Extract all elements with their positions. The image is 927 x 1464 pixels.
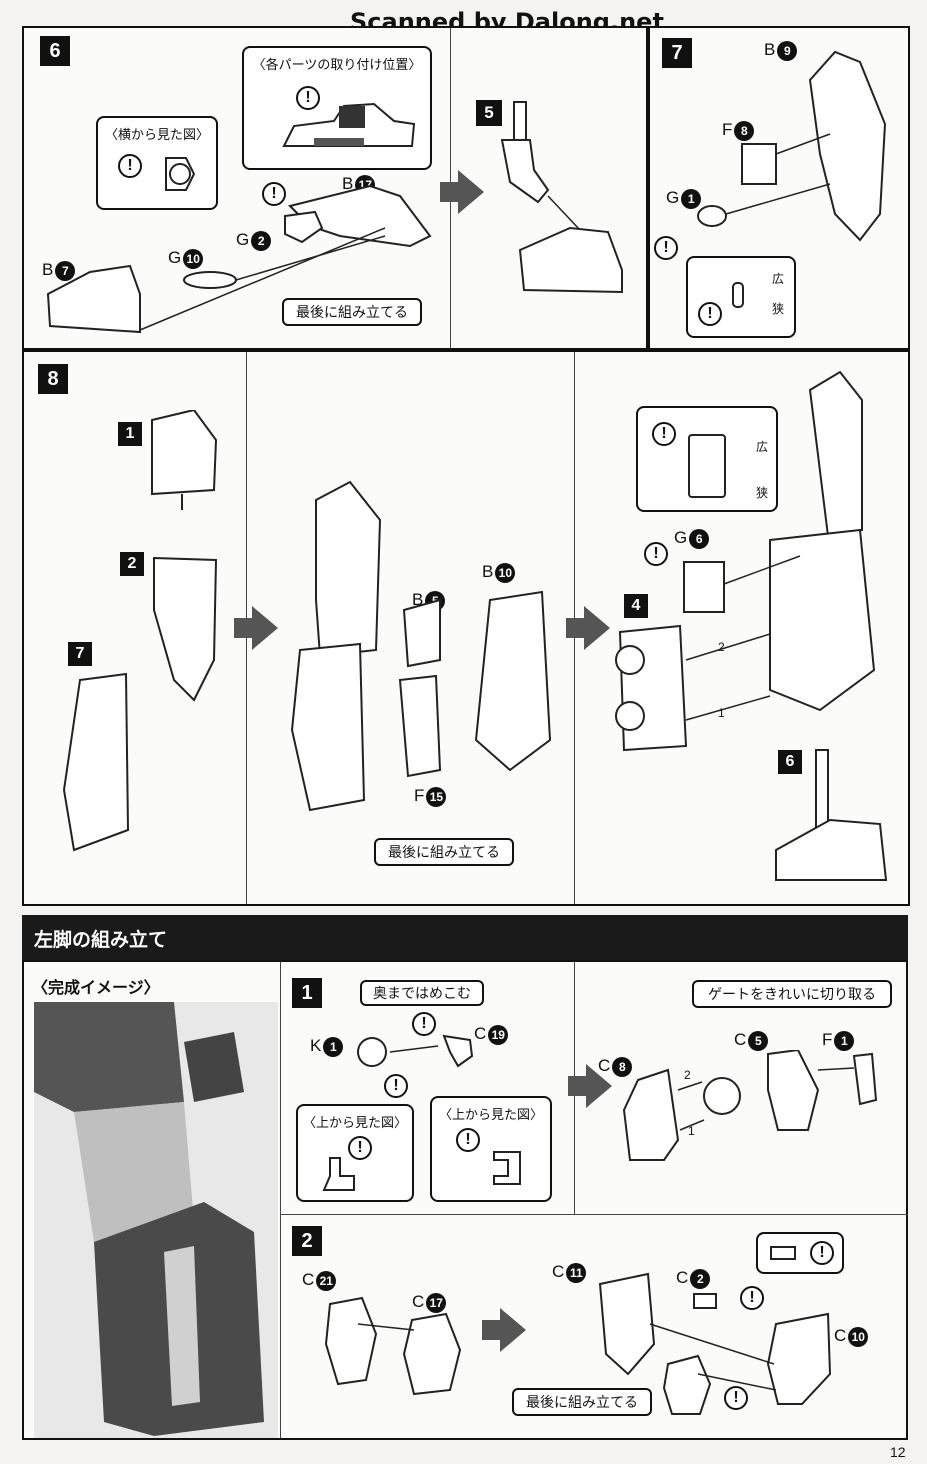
step8-wide-label: 広 xyxy=(756,440,769,454)
next-arrow-icon xyxy=(440,170,484,214)
step6-mount-diagram xyxy=(282,102,416,147)
step6-sub-number: 5 xyxy=(476,100,502,126)
warning-icon: ! xyxy=(810,1241,834,1265)
left-leg-title: 左脚の組み立て xyxy=(34,929,168,951)
warning-icon: ! xyxy=(348,1136,372,1160)
left-leg-order-2: 2 xyxy=(684,1068,691,1082)
step7-wide-label: 広 xyxy=(772,272,785,286)
press-in-callout: 奥まではめこむ xyxy=(360,980,484,1006)
left-leg-divider xyxy=(280,962,281,1438)
left-leg-final-assembly-callout: 最後に組み立てる xyxy=(512,1388,652,1416)
slot-icon xyxy=(770,1246,796,1260)
cut-gate-callout: ゲートをきれいに切り取る xyxy=(692,980,892,1008)
step7-assembly-drawing xyxy=(697,50,887,242)
step6-side-view-caption: 〈横から見た図〉 xyxy=(104,128,209,143)
warning-icon: ! xyxy=(456,1128,480,1152)
top-view-diagram-2 xyxy=(493,1151,521,1185)
left-leg-row-divider xyxy=(280,1214,908,1215)
step8-sub-4: 4 xyxy=(624,594,648,618)
step8-sub-2: 2 xyxy=(120,552,144,576)
step8-right-drawing xyxy=(615,370,888,881)
warning-icon: ! xyxy=(644,542,668,566)
warning-icon: ! xyxy=(118,154,142,178)
warning-icon: ! xyxy=(262,182,286,206)
step7-slot-icon xyxy=(732,282,744,308)
left-leg-step1-parts xyxy=(357,1034,474,1068)
step8-sub-assembly-drawing xyxy=(62,410,218,852)
step8-mid-drawing xyxy=(290,480,552,812)
next-arrow-icon xyxy=(566,606,610,650)
top-view-caption-1: 〈上から見た図〉 xyxy=(302,1116,407,1131)
step8-sub-1: 1 xyxy=(118,422,142,446)
step7-narrow-label: 狭 xyxy=(772,302,785,316)
warning-icon: ! xyxy=(296,86,320,110)
left-leg-step2-hint: ! xyxy=(756,1232,844,1274)
complete-image-label: 〈完成イメージ〉 xyxy=(32,978,160,997)
warning-icon: ! xyxy=(654,236,678,260)
step7-number: 7 xyxy=(662,38,692,68)
left-leg-header: 左脚の組み立て xyxy=(22,915,908,961)
step8-sub-6: 6 xyxy=(778,750,802,774)
left-leg-step1-right-parts xyxy=(622,1050,878,1161)
left-leg-step2-right-parts xyxy=(598,1272,832,1415)
step8-joint-icon xyxy=(688,434,726,498)
complete-image-photo xyxy=(34,1002,278,1438)
step6-number: 6 xyxy=(40,36,70,66)
next-arrow-icon xyxy=(568,1064,612,1108)
step6-positions-caption: 〈各パーツの取り付け位置〉 xyxy=(252,58,422,73)
top-view-caption-2: 〈上から見た図〉 xyxy=(438,1108,543,1123)
step6-sub-drawing xyxy=(500,101,623,294)
step6-side-view-diagram xyxy=(165,157,196,191)
top-view-callout-1: 〈上から見た図〉 ! xyxy=(296,1104,414,1202)
step8-order-2: 2 xyxy=(718,640,725,654)
left-leg-step2-parts xyxy=(324,1296,462,1396)
step8-order-1: 1 xyxy=(718,706,725,720)
step8-number: 8 xyxy=(38,364,68,394)
step8-narrow-label: 狭 xyxy=(756,486,769,500)
left-leg-step1-number: 1 xyxy=(292,978,322,1008)
warning-icon: ! xyxy=(724,1386,748,1410)
page-number: 12 xyxy=(890,1444,906,1460)
left-leg-step2-number: 2 xyxy=(292,1226,322,1256)
warning-icon: ! xyxy=(740,1286,764,1310)
next-arrow-icon xyxy=(482,1308,526,1352)
left-leg-order-1: 1 xyxy=(688,1124,695,1138)
warning-icon: ! xyxy=(412,1012,436,1036)
step7-orientation-callout: ! 広 狭 xyxy=(686,256,796,338)
top-view-diagram-1 xyxy=(322,1157,355,1191)
warning-icon: ! xyxy=(698,302,722,326)
step6-assembly-drawing xyxy=(46,184,432,334)
step8-final-assembly-callout: 最後に組み立てる xyxy=(374,838,514,866)
next-arrow-icon xyxy=(234,606,278,650)
top-view-callout-2: 〈上から見た図〉 ! xyxy=(430,1096,552,1202)
step6-positions-callout: 〈各パーツの取り付け位置〉 ! xyxy=(242,46,432,170)
step6-side-view-callout: 〈横から見た図〉 ! xyxy=(96,116,218,210)
warning-icon: ! xyxy=(384,1074,408,1098)
step8-orientation-callout: ! 広 狭 xyxy=(636,406,778,512)
warning-icon: ! xyxy=(652,422,676,446)
step6-final-assembly-callout: 最後に組み立てる xyxy=(282,298,422,326)
step8-sub-7: 7 xyxy=(68,642,92,666)
